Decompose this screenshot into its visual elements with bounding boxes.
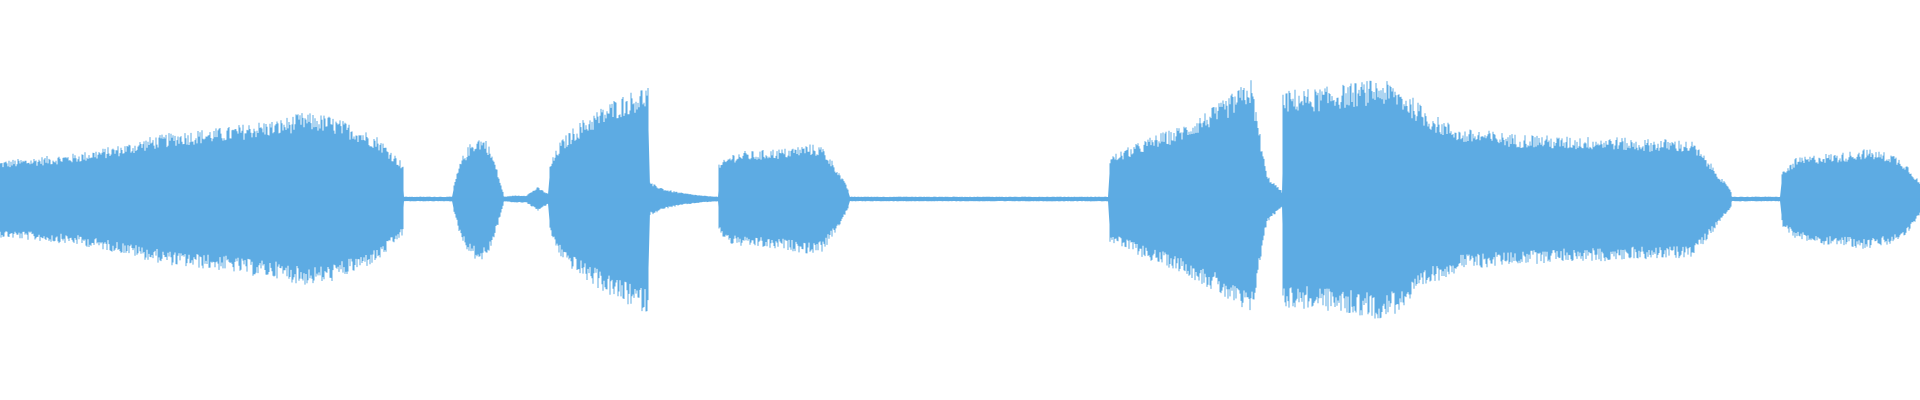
waveform-peaks [0,80,1920,319]
